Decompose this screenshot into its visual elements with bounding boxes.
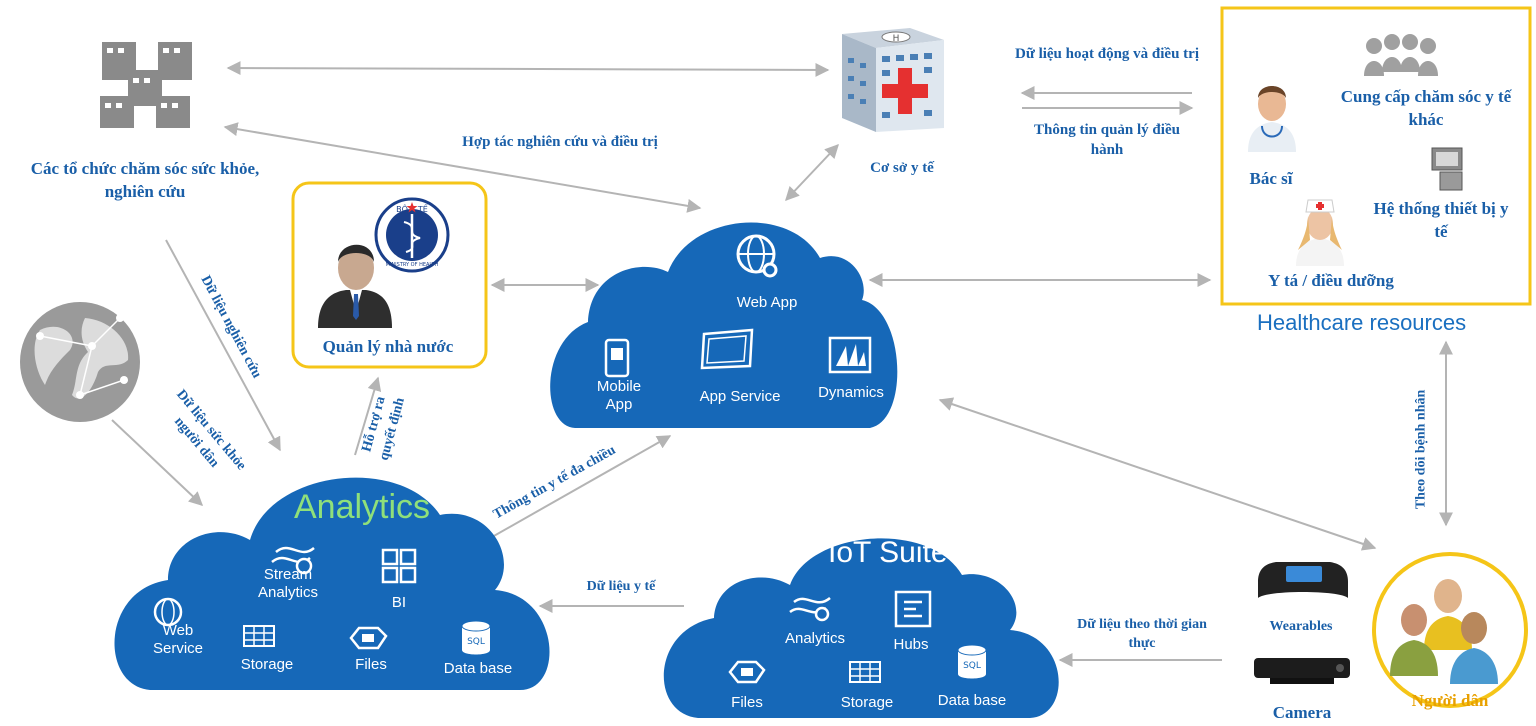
arrow-orgs-facility [226, 61, 830, 77]
realtime-data-label: Dữ liệu theo thời gian thực [1077, 617, 1207, 651]
other-care-label: Cung cấp chăm sóc y tế khác [1340, 87, 1512, 129]
research-coop-label: Hợp tác nghiên cứu và điều trị [462, 134, 658, 150]
gov-label: Quản lý nhà nước [322, 337, 454, 356]
svg-text:SQL: SQL [467, 637, 485, 647]
mobile-app-label: Mobile App [596, 378, 642, 413]
mgmt-info-label: Thông tin quản lý điều hành [1034, 122, 1180, 159]
camera-icon [1254, 658, 1350, 684]
medical-device-icon [1431, 147, 1463, 191]
web-app-label: Web App [736, 294, 798, 311]
storage-label: Storage [240, 656, 294, 673]
citizens-label: Người dân [1411, 691, 1489, 710]
arrow-research-data [165, 239, 281, 452]
ops-data-label: Dữ liệu hoạt động và điều trị [1014, 46, 1200, 62]
analytics-title: Analytics [294, 488, 431, 526]
web-service-icon [153, 597, 183, 627]
connector-lines [111, 61, 1453, 667]
crowd-icon [1364, 34, 1438, 76]
doctor-icon [1248, 86, 1296, 152]
hospital-icon: H [842, 28, 944, 132]
arrow-decision-support [354, 376, 382, 456]
storage-icon [243, 625, 275, 647]
arrow-facility-webcloud [785, 143, 839, 202]
medical-data-label: Dữ liệu y tế [586, 579, 656, 594]
database-label: Data base [443, 660, 513, 677]
healthcare-title: Healthcare resources [1257, 310, 1467, 335]
globe-icon [20, 302, 140, 422]
camera-label: Camera [1272, 703, 1332, 722]
app-service-icon [700, 328, 754, 370]
svg-text:SQL: SQL [963, 661, 981, 671]
citizens-icon [1372, 552, 1528, 708]
files-label: Files [355, 656, 387, 673]
orgs-label: Các tổ chức chăm sóc sức khỏe, nghiên cứ… [30, 159, 260, 201]
hubs-label: Hubs [893, 636, 929, 653]
iot-title: IoT Suite [828, 536, 948, 569]
files-icon [349, 626, 388, 650]
devices-label: Hệ thống thiết bị y tế [1373, 199, 1509, 241]
iot-database-icon: SQL [957, 644, 987, 679]
bi-label: BI [391, 594, 407, 611]
bi-icon [381, 548, 417, 584]
web-service-label: Web Service [152, 622, 204, 657]
app-service-label: App Service [699, 388, 781, 405]
analytics-cloud [114, 477, 550, 690]
stream-analytics-label: Stream Analytics [257, 566, 319, 601]
iot-analytics-icon [789, 596, 831, 622]
nurse-icon [1296, 199, 1344, 266]
wearables-label: Wearables [1269, 619, 1333, 634]
arrow-multi-info [477, 435, 672, 546]
patient-monitor-label: Theo dõi bệnh nhân [1413, 389, 1429, 510]
iot-storage-icon [849, 661, 881, 683]
nurse-label: Y tá / điều dưỡng [1268, 271, 1394, 290]
mobile-app-icon [604, 338, 630, 378]
buildings-icon [100, 42, 192, 128]
ministry-logo: BỘ Y TẾ MINISTRY OF HEALTH [374, 197, 450, 273]
dynamics-label: Dynamics [818, 384, 884, 401]
iot-files-label: Files [731, 694, 763, 711]
web-app-icon [736, 234, 778, 278]
doctor-label: Bác sĩ [1249, 169, 1293, 188]
healthcare-frame [1220, 6, 1532, 306]
iot-storage-label: Storage [840, 694, 894, 711]
stream-analytics-icon [271, 546, 315, 575]
arrow-citizen-health [111, 419, 204, 506]
arrow-webcloud-citizens [938, 397, 1377, 551]
logo-bottom-text: MINISTRY OF HEALTH [386, 262, 439, 268]
iot-files-icon [728, 660, 766, 684]
svg-text:H: H [893, 34, 900, 44]
web-app-cloud [550, 222, 898, 428]
hubs-icon [894, 590, 932, 628]
officer-icon [318, 244, 392, 328]
arrow-orgs-webcloud [223, 122, 702, 213]
database-icon: SQL [461, 620, 491, 655]
facility-label: Cơ sở y tế [870, 160, 934, 176]
iot-analytics-label: Analytics [784, 630, 846, 647]
wearable-icon [1258, 562, 1348, 598]
iot-database-label: Data base [937, 692, 1007, 709]
dynamics-icon [828, 336, 872, 374]
